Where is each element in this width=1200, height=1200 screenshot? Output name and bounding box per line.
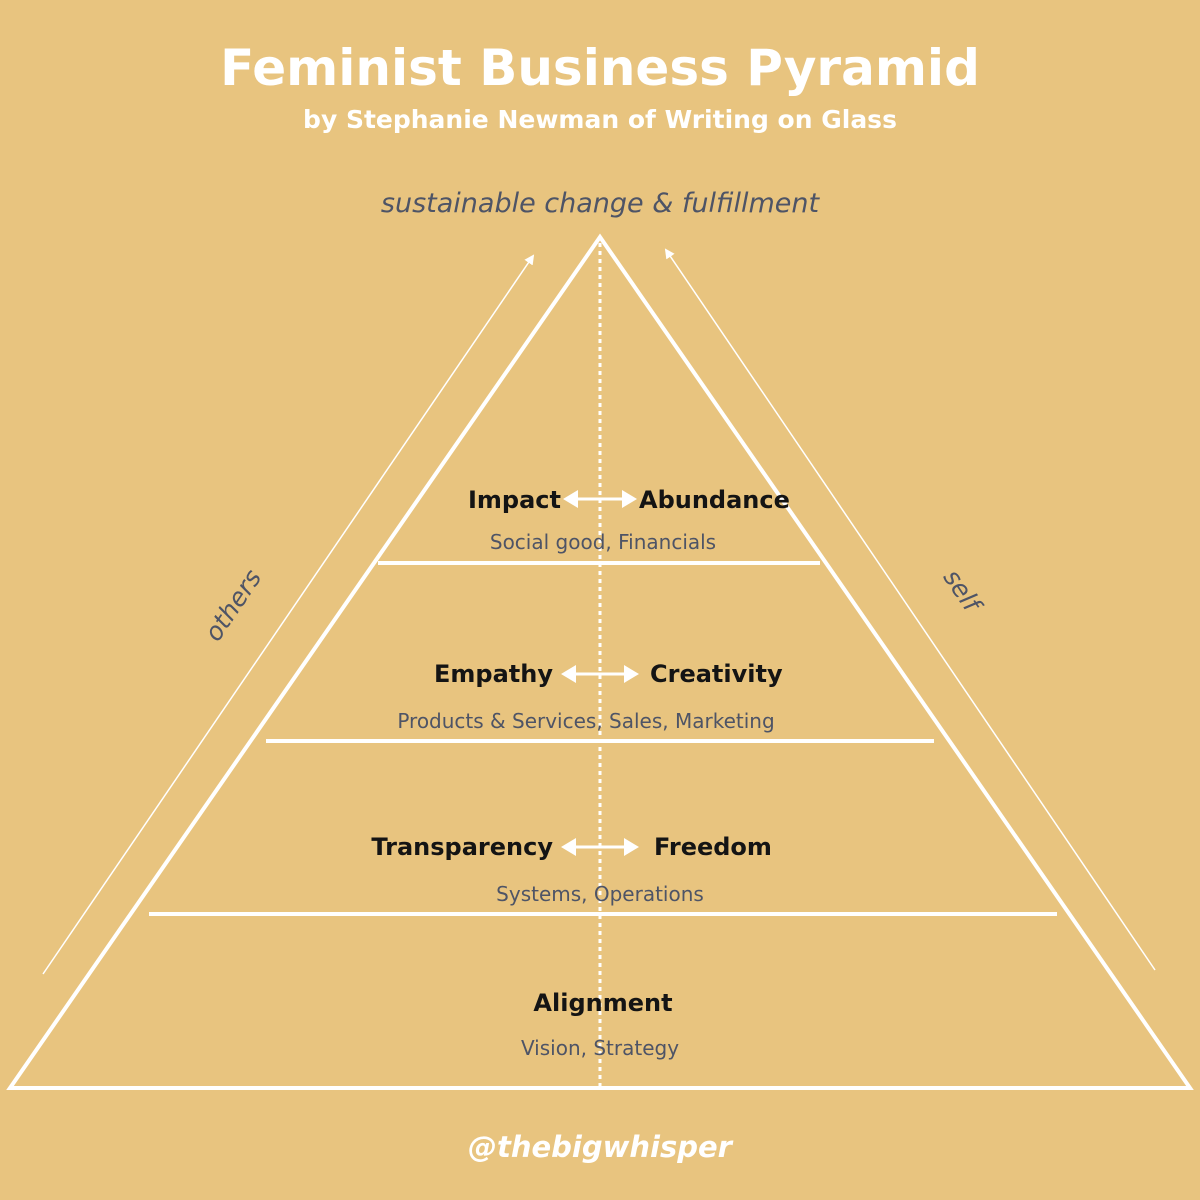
page-title: Feminist Business Pyramid bbox=[220, 39, 980, 97]
level-1-detail: Social good, Financials bbox=[490, 530, 716, 554]
social-handle: @thebigwhisper bbox=[467, 1130, 732, 1164]
arrow-up-icon bbox=[42, 254, 535, 975]
level-3-right-value: Freedom bbox=[654, 833, 772, 861]
side-label-others: others bbox=[199, 564, 268, 646]
side-label-self: self bbox=[938, 564, 989, 619]
level-4-value: Alignment bbox=[533, 989, 672, 1017]
apex-label: sustainable change & fulfillment bbox=[380, 188, 820, 219]
level-1-right-value: Abundance bbox=[639, 486, 790, 514]
level-2-detail: Products & Services, Sales, Marketing bbox=[397, 709, 774, 733]
level-4-detail: Vision, Strategy bbox=[521, 1036, 679, 1060]
level-2-right-value: Creativity bbox=[650, 660, 783, 688]
arrow-up-icon bbox=[664, 248, 1156, 971]
page-subtitle: by Stephanie Newman of Writing on Glass bbox=[303, 105, 897, 134]
level-3-left-value: Transparency bbox=[371, 833, 553, 861]
level-3-detail: Systems, Operations bbox=[496, 882, 704, 906]
double-arrow-icon bbox=[561, 838, 639, 856]
double-arrow-icon bbox=[561, 665, 639, 683]
level-2-left-value: Empathy bbox=[434, 660, 553, 688]
double-arrow-icon bbox=[563, 490, 637, 508]
pyramid-outline bbox=[6, 233, 1194, 1090]
level-1-left-value: Impact bbox=[468, 486, 561, 514]
